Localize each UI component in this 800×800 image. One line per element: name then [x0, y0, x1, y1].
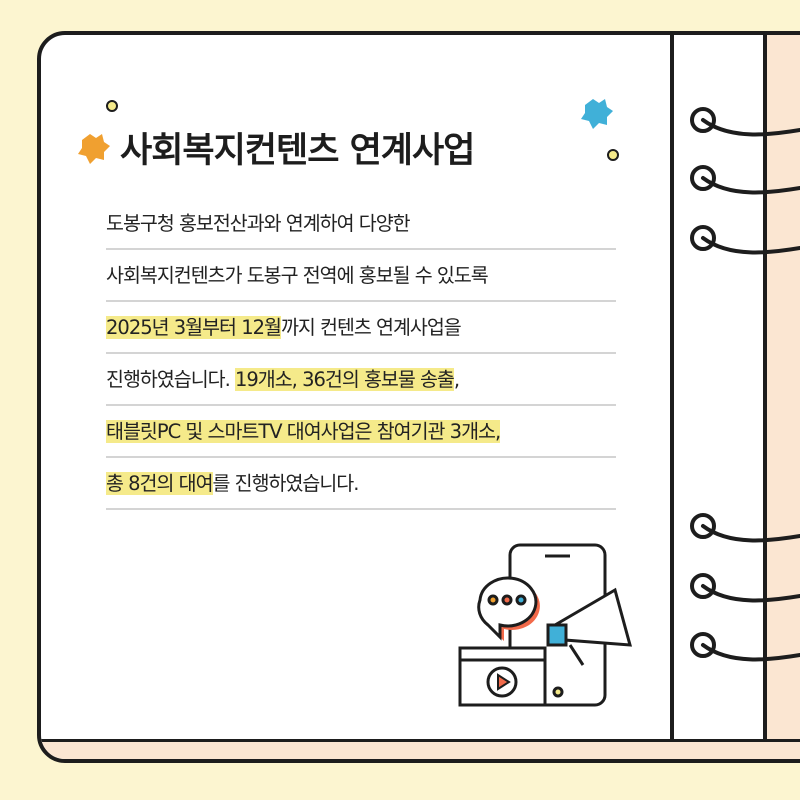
- page-title: 사회복지컨텐츠 연계사업: [120, 131, 475, 171]
- text-line: 사회복지컨텐츠가 도봉구 전역에 홍보될 수 있도록: [106, 250, 616, 302]
- notebook-margin: [674, 35, 763, 739]
- splash-icon: [78, 134, 110, 164]
- notebook-bottom-strip: [41, 739, 800, 759]
- text-line: 총 8건의 대여를 진행하였습니다.: [106, 458, 616, 510]
- chat-bubble-icon: [477, 576, 538, 641]
- text-segment: 까지 컨텐츠 연계사업을: [280, 316, 462, 339]
- ring-icon: [690, 573, 800, 603]
- text-segment: 사회복지컨텐츠가 도봉구 전역에 홍보될 수 있도록: [106, 264, 489, 287]
- ring-icon: [690, 513, 800, 543]
- highlighted-text: 태블릿PC 및 스마트TV 대여사업은 참여기관 3개소,: [106, 420, 501, 443]
- splash-icon: [581, 99, 613, 129]
- highlighted-text: 19개소, 36건의 홍보물 송출: [234, 368, 455, 391]
- ring-icon: [690, 165, 800, 195]
- media-promotion-illustration: [458, 543, 633, 707]
- text-segment: 를 진행하였습니다.: [212, 472, 360, 495]
- notebook-page: [37, 31, 800, 763]
- text-line: 도봉구청 홍보전산과와 연계하여 다양한: [106, 198, 616, 250]
- notebook-divider: [670, 35, 674, 759]
- text-line: 2025년 3월부터 12월까지 컨텐츠 연계사업을: [106, 302, 616, 354]
- decoration-icons: [78, 99, 619, 164]
- notebook-edge-line: [763, 35, 767, 759]
- ring-icon: [690, 632, 800, 662]
- ring-icon: [690, 107, 800, 137]
- text-segment: 진행하였습니다.: [106, 368, 235, 391]
- ring-icon: [690, 225, 800, 255]
- text-line: 진행하였습니다. 19개소, 36건의 홍보물 송출,: [106, 354, 616, 406]
- text-segment: ,: [453, 368, 460, 391]
- text-segment: 도봉구청 홍보전산과와 연계하여 다양한: [106, 212, 411, 235]
- highlighted-text: 2025년 3월부터 12월: [106, 316, 282, 339]
- text-line: 태블릿PC 및 스마트TV 대여사업은 참여기관 3개소,: [106, 406, 616, 458]
- highlighted-text: 총 8건의 대여: [106, 472, 214, 495]
